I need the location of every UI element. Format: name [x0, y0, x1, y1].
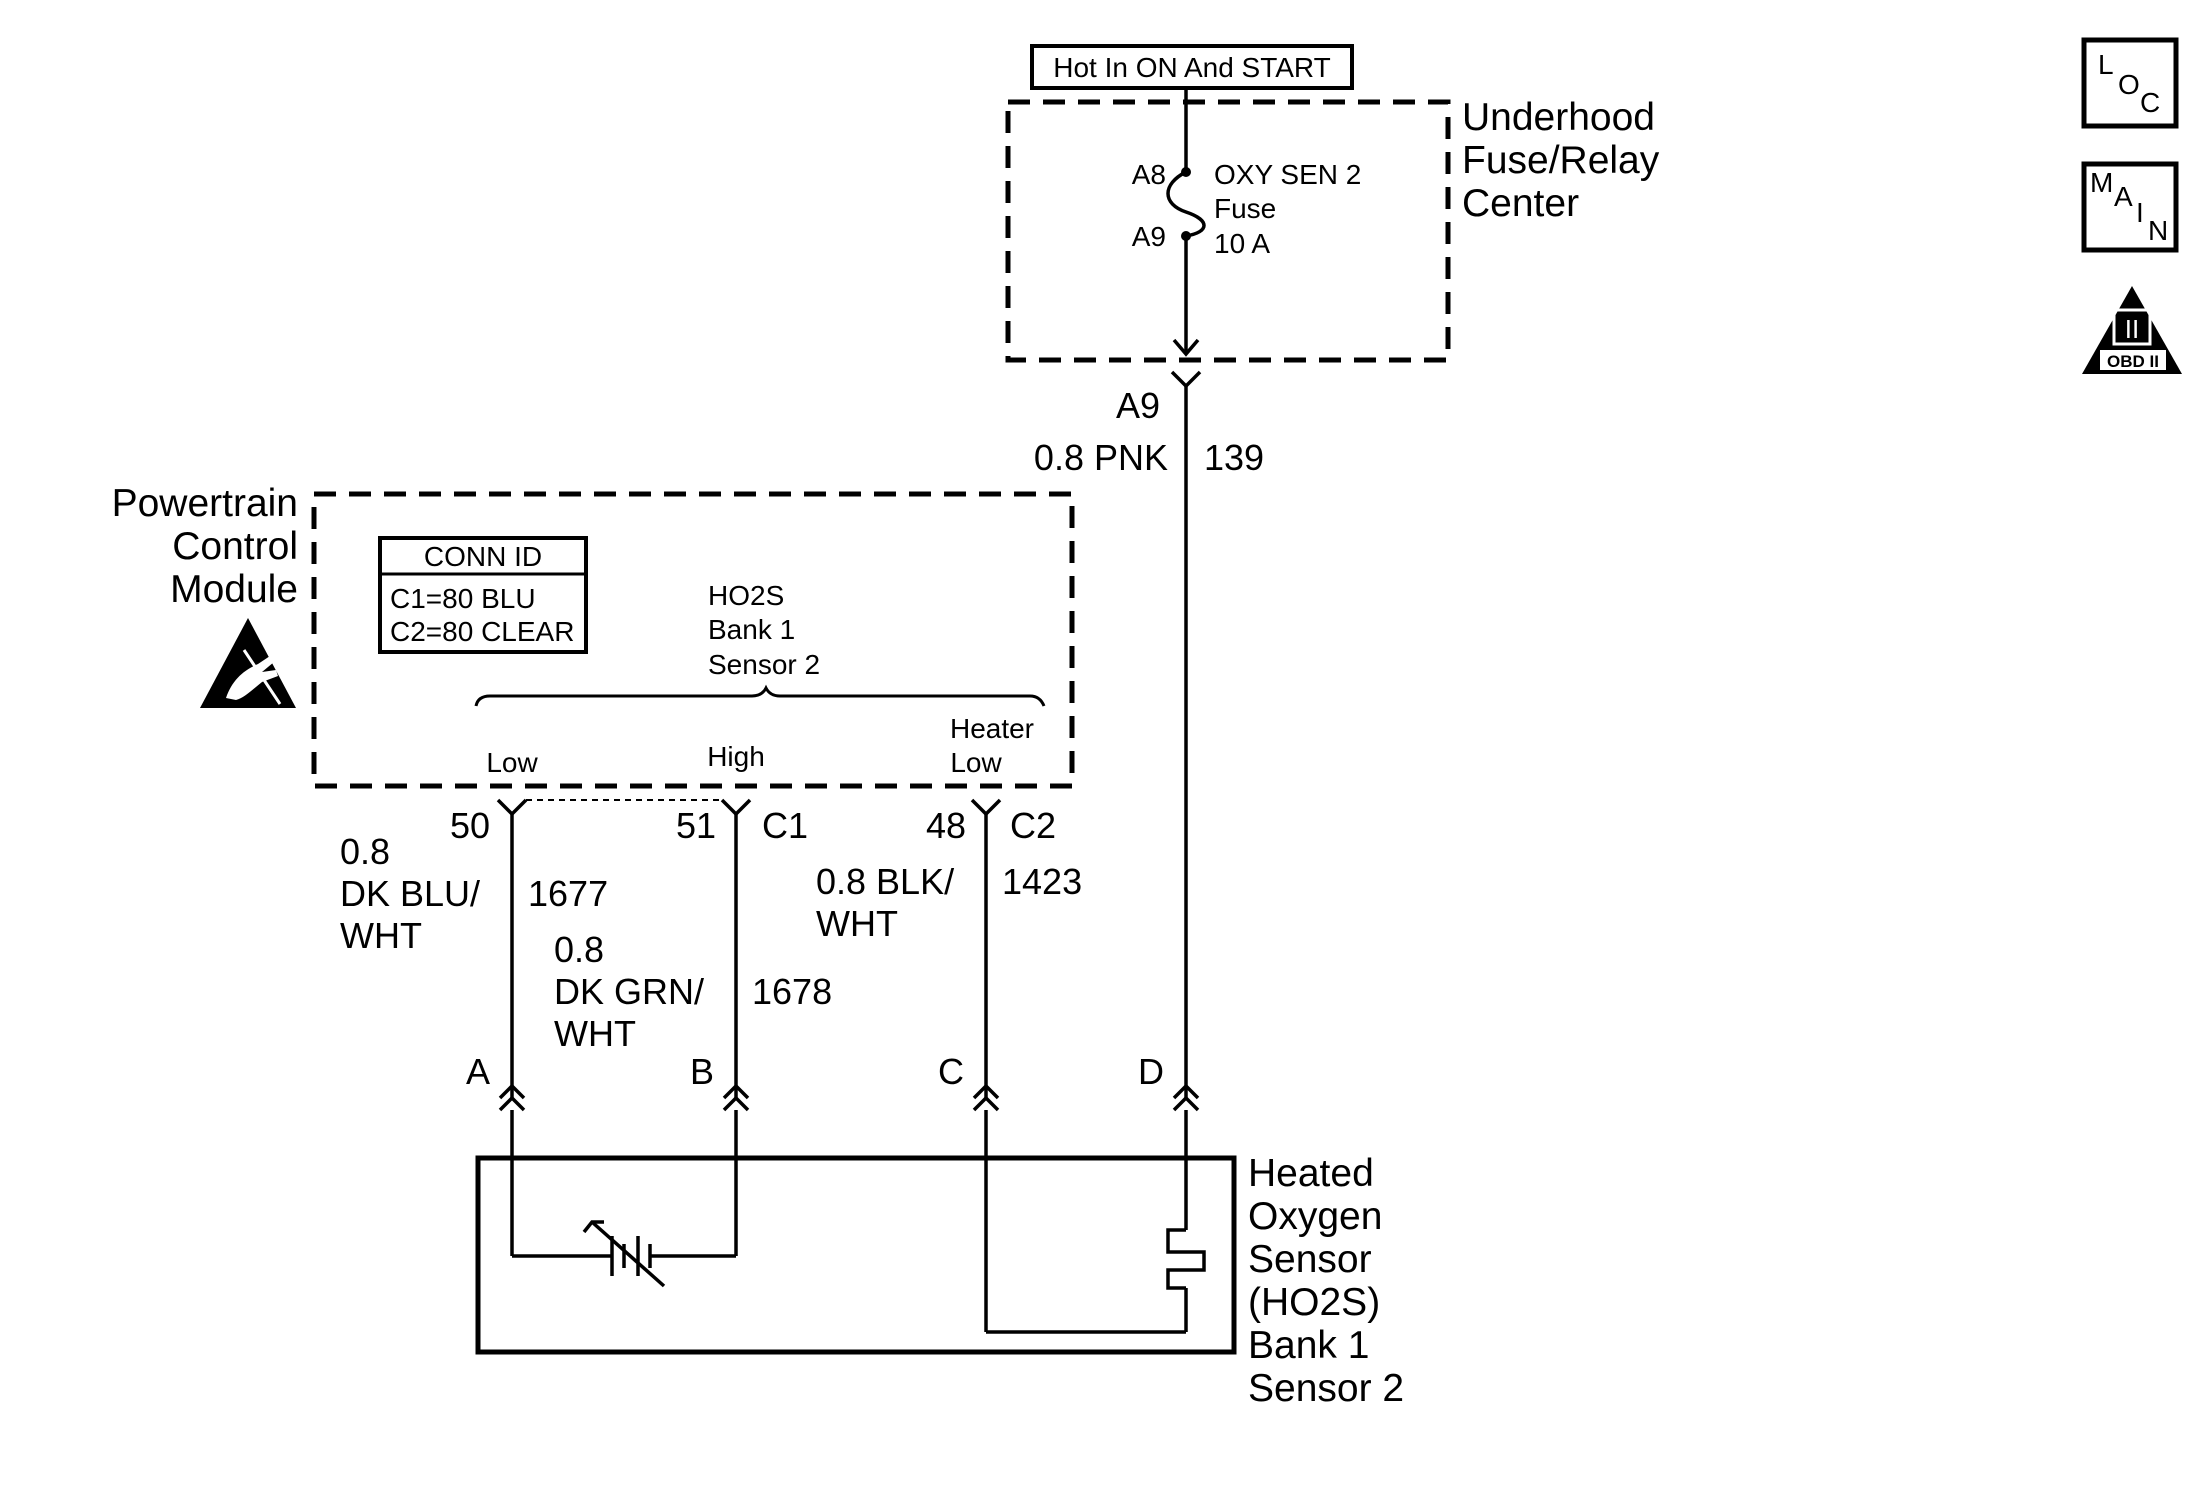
fuse-center-title-line2: Fuse/Relay [1462, 139, 1660, 182]
blu-wire-color1: DK BLU/ [340, 873, 480, 914]
fuse-name: OXY SEN 2 [1214, 159, 1361, 190]
pcm-title-line2: Control [172, 525, 298, 568]
heater-element-icon [1166, 1228, 1206, 1290]
sensor-title-line6: Sensor 2 [1248, 1367, 1404, 1410]
pin-50-connector-icon [496, 798, 528, 817]
fuse-center-title-line1: Underhood [1462, 96, 1655, 139]
powertrain-control-module: Powertrain Control Module CONN ID C1=80 … [112, 482, 1075, 846]
loc-icon[interactable]: L O C [2081, 37, 2179, 129]
fuse-relay-center: Underhood Fuse/Relay Center A8 A9 OXY SE… [1005, 88, 1660, 363]
obd-ii-icon[interactable]: II OBD II [2082, 286, 2182, 374]
sensor-pin-b-label: B [690, 1051, 714, 1092]
svg-text:A: A [2114, 181, 2133, 212]
conn-id-c1: C1=80 BLU [390, 583, 536, 614]
connector-c2-tag: C2 [1010, 805, 1056, 846]
fuse-center-outline [1005, 99, 1451, 363]
blk-wire-color2: WHT [816, 903, 898, 944]
grn-wire-gauge: 0.8 [554, 929, 604, 970]
svg-text:L: L [2098, 49, 2114, 80]
conn-id-header: CONN ID [424, 541, 542, 572]
blk-wire-circuit: 1423 [1002, 861, 1082, 902]
blu-wire-color2: WHT [340, 915, 422, 956]
connector-a9-label: A9 [1116, 385, 1160, 426]
fuse-word: Fuse [1214, 193, 1276, 224]
pin-high-label: High [707, 741, 765, 772]
svg-text:C: C [2140, 87, 2160, 118]
connector-c1-tag: C1 [762, 805, 808, 846]
sensor-pin-d-icon [1172, 1083, 1200, 1100]
sensor-title-line3: Sensor [1248, 1238, 1372, 1281]
blu-wire-circuit: 1677 [528, 873, 608, 914]
svg-text:I: I [2136, 197, 2144, 228]
sensor-title-line4: (HO2S) [1248, 1281, 1380, 1324]
pcm-function-brace [474, 684, 1046, 707]
pink-wire-circuit: A9 0.8 PNK 139 [1034, 370, 1264, 1098]
pink-wire-color: 0.8 PNK [1034, 437, 1168, 478]
sensor-connector: A B C D [466, 1051, 1200, 1112]
pink-wire-circuit-number: 139 [1204, 437, 1264, 478]
pcm-function-line3: Sensor 2 [708, 649, 820, 680]
pin-heater-label-line2: Low [950, 747, 1002, 778]
fuse-center-title-line3: Center [1462, 182, 1579, 225]
pin-48-connector-icon [970, 798, 1002, 817]
main-icon[interactable]: M A I N [2081, 161, 2179, 253]
sensor-pin-b-icon [722, 1083, 750, 1100]
heated-oxygen-sensor: Heated Oxygen Sensor (HO2S) Bank 1 Senso… [475, 1110, 1404, 1410]
grn-wire-color2: WHT [554, 1013, 636, 1054]
sensor-title-line1: Heated [1248, 1152, 1374, 1195]
blu-wire-gauge: 0.8 [340, 831, 390, 872]
pin-51-number: 51 [676, 805, 716, 846]
pcm-function-line2: Bank 1 [708, 614, 795, 645]
fuse-center-arrow-icon [1172, 338, 1200, 357]
svg-text:OBD II: OBD II [2107, 352, 2159, 371]
grn-wire-color1: DK GRN/ [554, 971, 704, 1012]
sensor-pin-c-label: C [938, 1051, 964, 1092]
pcm-title-line1: Powertrain [112, 482, 298, 525]
esd-warning-icon [200, 618, 296, 708]
grn-wire-circuit: 1678 [752, 971, 832, 1012]
connector-a9-icon [1170, 370, 1202, 389]
svg-text:N: N [2148, 215, 2168, 246]
pin-51-connector-icon [720, 798, 752, 817]
sensor-pin-a-label: A [466, 1051, 490, 1092]
svg-text:O: O [2118, 69, 2140, 100]
terminal-a9-label: A9 [1132, 221, 1166, 252]
variable-cell-icon [582, 1220, 666, 1288]
blk-wire-gauge-color: 0.8 BLK/ [816, 861, 954, 902]
power-label-text: Hot In ON And START [1053, 52, 1331, 83]
sensor-pin-c-icon [972, 1083, 1000, 1100]
conn-id-box: CONN ID C1=80 BLU C2=80 CLEAR [378, 536, 588, 654]
pin-heater-label-line1: Heater [950, 713, 1034, 744]
sensor-title-line5: Bank 1 [1248, 1324, 1369, 1367]
svg-text:M: M [2090, 167, 2113, 198]
pin-50-number: 50 [450, 805, 490, 846]
sensor-pin-a-icon [498, 1083, 526, 1100]
fuse-element-icon [1166, 170, 1206, 238]
fuse-rating: 10 A [1214, 228, 1270, 259]
conn-id-c2: C2=80 CLEAR [390, 616, 574, 647]
power-label: Hot In ON And START [1030, 44, 1354, 90]
sensor-pin-d-label: D [1138, 1051, 1164, 1092]
pcm-function-line1: HO2S [708, 580, 784, 611]
terminal-a8-label: A8 [1132, 159, 1166, 190]
pin-low-label: Low [486, 747, 538, 778]
power-label-box [1030, 44, 1354, 90]
sensor-title-line2: Oxygen [1248, 1195, 1382, 1238]
pcm-title-line3: Module [170, 568, 298, 611]
svg-text:II: II [2125, 314, 2139, 344]
conn-id-outline [378, 536, 588, 654]
signal-wires: 0.8 DK BLU/ WHT 1677 0.8 DK GRN/ WHT 167… [340, 814, 1082, 1098]
pin-48-number: 48 [926, 805, 966, 846]
sensor-body [475, 1155, 1237, 1355]
